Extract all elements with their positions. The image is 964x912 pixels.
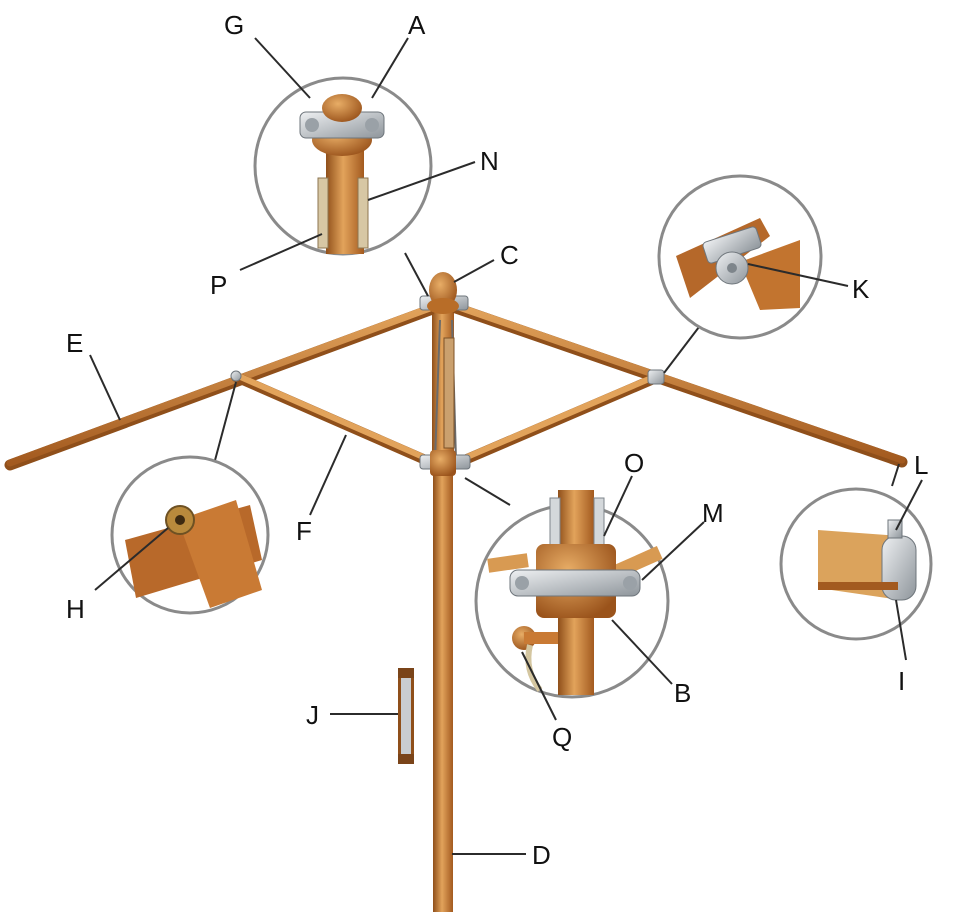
label-i: I xyxy=(898,666,905,696)
leader-b xyxy=(611,619,673,685)
label-j: J xyxy=(306,700,319,730)
leader-h xyxy=(94,527,169,591)
leader-c xyxy=(453,259,495,283)
label-e: E xyxy=(66,328,83,358)
part-j-sleeve xyxy=(398,668,414,764)
stretcher-left xyxy=(231,372,435,467)
label-m: M xyxy=(702,498,724,528)
label-d: D xyxy=(532,840,551,870)
leader-a xyxy=(371,37,409,99)
callout-top-hub xyxy=(253,76,433,256)
callout-runner xyxy=(474,490,670,699)
leader-q xyxy=(521,651,557,721)
upper-tension-rods xyxy=(434,319,457,461)
rib-joint-left xyxy=(230,370,242,382)
label-g: G xyxy=(224,10,244,40)
label-n: N xyxy=(480,146,499,176)
stretcher-right xyxy=(455,373,661,467)
label-c: C xyxy=(500,240,519,270)
callout-stretcher-joint xyxy=(110,455,270,615)
leader-i xyxy=(895,599,907,661)
leader-n xyxy=(367,161,476,201)
leader-m xyxy=(641,521,705,581)
label-h: H xyxy=(66,594,85,624)
label-l: L xyxy=(914,450,928,480)
rib-left xyxy=(4,304,436,471)
leader-o xyxy=(603,475,633,537)
rib-joint-right xyxy=(647,369,665,385)
top-hub xyxy=(419,272,469,314)
callout-link-tip xyxy=(891,463,900,487)
callout-rib-joint xyxy=(657,174,823,340)
leader-k xyxy=(747,263,849,287)
leader-e xyxy=(89,354,121,421)
label-p: P xyxy=(210,270,227,300)
label-k: K xyxy=(852,274,870,304)
leader-g xyxy=(254,37,311,99)
label-b: B xyxy=(674,678,691,708)
label-f: F xyxy=(296,516,312,546)
callout-link-runner xyxy=(464,477,511,506)
callout-rib-tip xyxy=(779,487,933,641)
leader-p xyxy=(239,233,323,271)
callout-link-top xyxy=(404,252,429,297)
label-o: O xyxy=(624,448,644,478)
label-a: A xyxy=(408,10,426,40)
leader-l xyxy=(895,479,923,531)
callout-link-h xyxy=(213,381,237,465)
rib-right xyxy=(450,302,908,468)
label-q: Q xyxy=(552,722,572,752)
leader-f xyxy=(309,434,347,516)
lower-runner xyxy=(419,450,471,476)
callout-link-k xyxy=(663,326,700,374)
